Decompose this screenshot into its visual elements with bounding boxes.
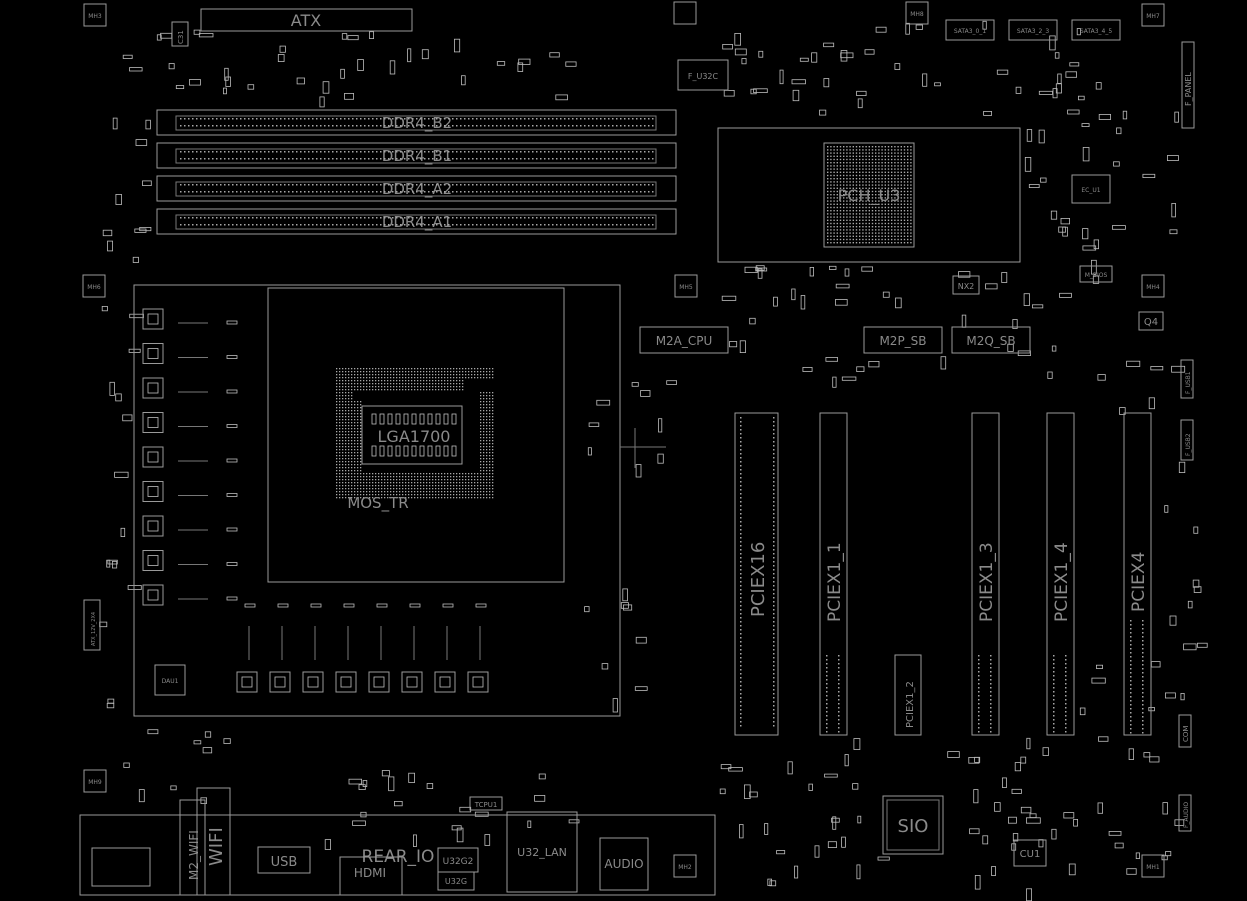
m2q-label: M2Q_SB <box>966 334 1015 348</box>
super-io-chip: SIO <box>882 795 944 855</box>
mh-label-tl: MH3 <box>88 13 102 20</box>
rear-io-panel: REAR_IO M2_WIFI WIFI USB HDMI U32G2 U32G… <box>79 787 716 896</box>
pcie-x4-slot: PCIEX4 <box>1123 412 1152 736</box>
usb-label: USB <box>271 855 298 870</box>
front-panel-header: F_PANEL <box>1181 41 1195 129</box>
fu32c-label: F_U32C <box>688 72 719 81</box>
wifi-label: WIFI <box>206 827 227 866</box>
front-usb-c-header: F_U32C <box>677 59 729 91</box>
fusb2-label: F_USB2 <box>1185 433 1192 456</box>
mounting-holes: MH3 MH7 MH8 MH6 MH5 MH4 MH9 MH1 MH2 <box>82 1 1165 878</box>
ec-label: EC_U1 <box>1081 187 1100 194</box>
atx-label: ATX <box>291 11 321 30</box>
com-label: COM <box>1182 726 1190 742</box>
m2wifi-label: M2_WIFI <box>187 830 201 880</box>
atx-power-connector: ATX <box>200 8 413 32</box>
sata-ports: SATA3_0_1 SATA3_2_3 SATA3_4_5 <box>945 19 1121 41</box>
bios-label: M_BIOS <box>1085 272 1108 279</box>
sata-label-1: SATA3_0_1 <box>954 28 986 35</box>
pcie-x1-3-slot: PCIEX1_3 <box>971 412 1000 736</box>
pciex4-label: PCIEX4 <box>1129 552 1149 612</box>
ram-slot-b2-label: DDR4_B2 <box>382 114 452 133</box>
cpu-fan-label: ATX_12V_2X4 <box>91 612 97 646</box>
c31-label: C31 <box>177 30 185 44</box>
cu1-label: CU1 <box>1020 849 1041 860</box>
pciex1-2-label: PCIEX1_2 <box>905 681 916 728</box>
pcie-x16-slot: PCIEX16 <box>734 412 779 736</box>
u32lan-label: U32_LAN <box>517 846 567 859</box>
ram-slot-b2: DDR4_B2 <box>156 109 677 136</box>
pch-label: PCH_U3 <box>838 186 901 206</box>
vrm-phases-bottom <box>236 603 489 693</box>
m2a-label: M2A_CPU <box>656 334 713 348</box>
pciex16-label: PCIEX16 <box>748 542 769 617</box>
cpu-socket-label: LGA1700 <box>378 427 451 446</box>
m2p-label: M2P_SB <box>879 334 926 348</box>
ram-slot-a2-label: DDR4_A2 <box>382 180 452 199</box>
pcie-slots: PCIEX16 PCIEX1_1 PCIEX1_3 PCIEX1_4 PCIEX… <box>734 412 1152 736</box>
pciex1-4-label: PCIEX1_4 <box>1052 542 1072 622</box>
mh-label-tr: MH7 <box>1146 13 1160 20</box>
misc-labeled-parts: CU1 NX2 Q4 F_USB1 F_USB2 COM F_AUDIO TCP… <box>83 21 1194 867</box>
pciex1-1-label: PCIEX1_1 <box>825 542 845 622</box>
tcpu1-label: TCPU1 <box>474 801 498 809</box>
sata-label-2: SATA3_2_3 <box>1017 28 1049 35</box>
nx2-label: NX2 <box>958 282 975 291</box>
mh-label-b: MH2 <box>678 864 692 871</box>
mh-label-l: MH6 <box>87 284 101 291</box>
mh-label-m: MH8 <box>910 11 924 18</box>
m2-slots: M2A_CPU M2P_SB M2Q_SB <box>639 326 1031 354</box>
q4-label: Q4 <box>1144 317 1158 328</box>
audio-label: AUDIO <box>604 857 643 871</box>
pcie-x1-4-slot: PCIEX1_4 <box>1046 412 1075 736</box>
mh-label-br: MH1 <box>1146 864 1160 871</box>
ram-slot-b1: DDR4_B1 <box>156 142 677 169</box>
pcie-x1-1-slot: PCIEX1_1 <box>819 412 848 736</box>
vrm-phases-left <box>142 308 238 606</box>
ram-slot-a1-label: DDR4_A1 <box>382 213 452 232</box>
mos-label: MOS_TR <box>347 494 408 513</box>
sata-label-3: SATA3_4_5 <box>1080 28 1112 35</box>
pcie-x1-2-connector: PCIEX1_2 <box>894 654 922 736</box>
fpanel-label: F_PANEL <box>1184 72 1193 106</box>
ram-slot-a2: DDR4_A2 <box>156 175 677 202</box>
hdmi-label: HDMI <box>354 866 386 880</box>
ram-slot-b1-label: DDR4_B1 <box>382 147 452 166</box>
fusb1-label: F_USB1 <box>1185 371 1192 394</box>
pch-chip: PCH_U3 <box>717 127 1021 263</box>
mh-label-r: MH4 <box>1146 284 1160 291</box>
cpu-socket-area: LGA1700 MOS_TR <box>133 284 666 717</box>
u32g-label: U32G <box>445 877 467 886</box>
sio-label: SIO <box>898 816 929 837</box>
dau1-label: DAU1 <box>162 678 179 685</box>
faudio-label: F_AUDIO <box>1183 802 1190 828</box>
mh-label-c: MH5 <box>679 284 693 291</box>
ram-slot-a1: DDR4_A1 <box>156 208 677 235</box>
u32g2-label: U32G2 <box>443 857 474 867</box>
mh-label-bl: MH9 <box>88 779 102 786</box>
ram-slots: DDR4_B2 DDR4_B1 DDR4_A2 DDR4_A1 <box>156 109 677 235</box>
pciex1-3-label: PCIEX1_3 <box>977 542 997 622</box>
